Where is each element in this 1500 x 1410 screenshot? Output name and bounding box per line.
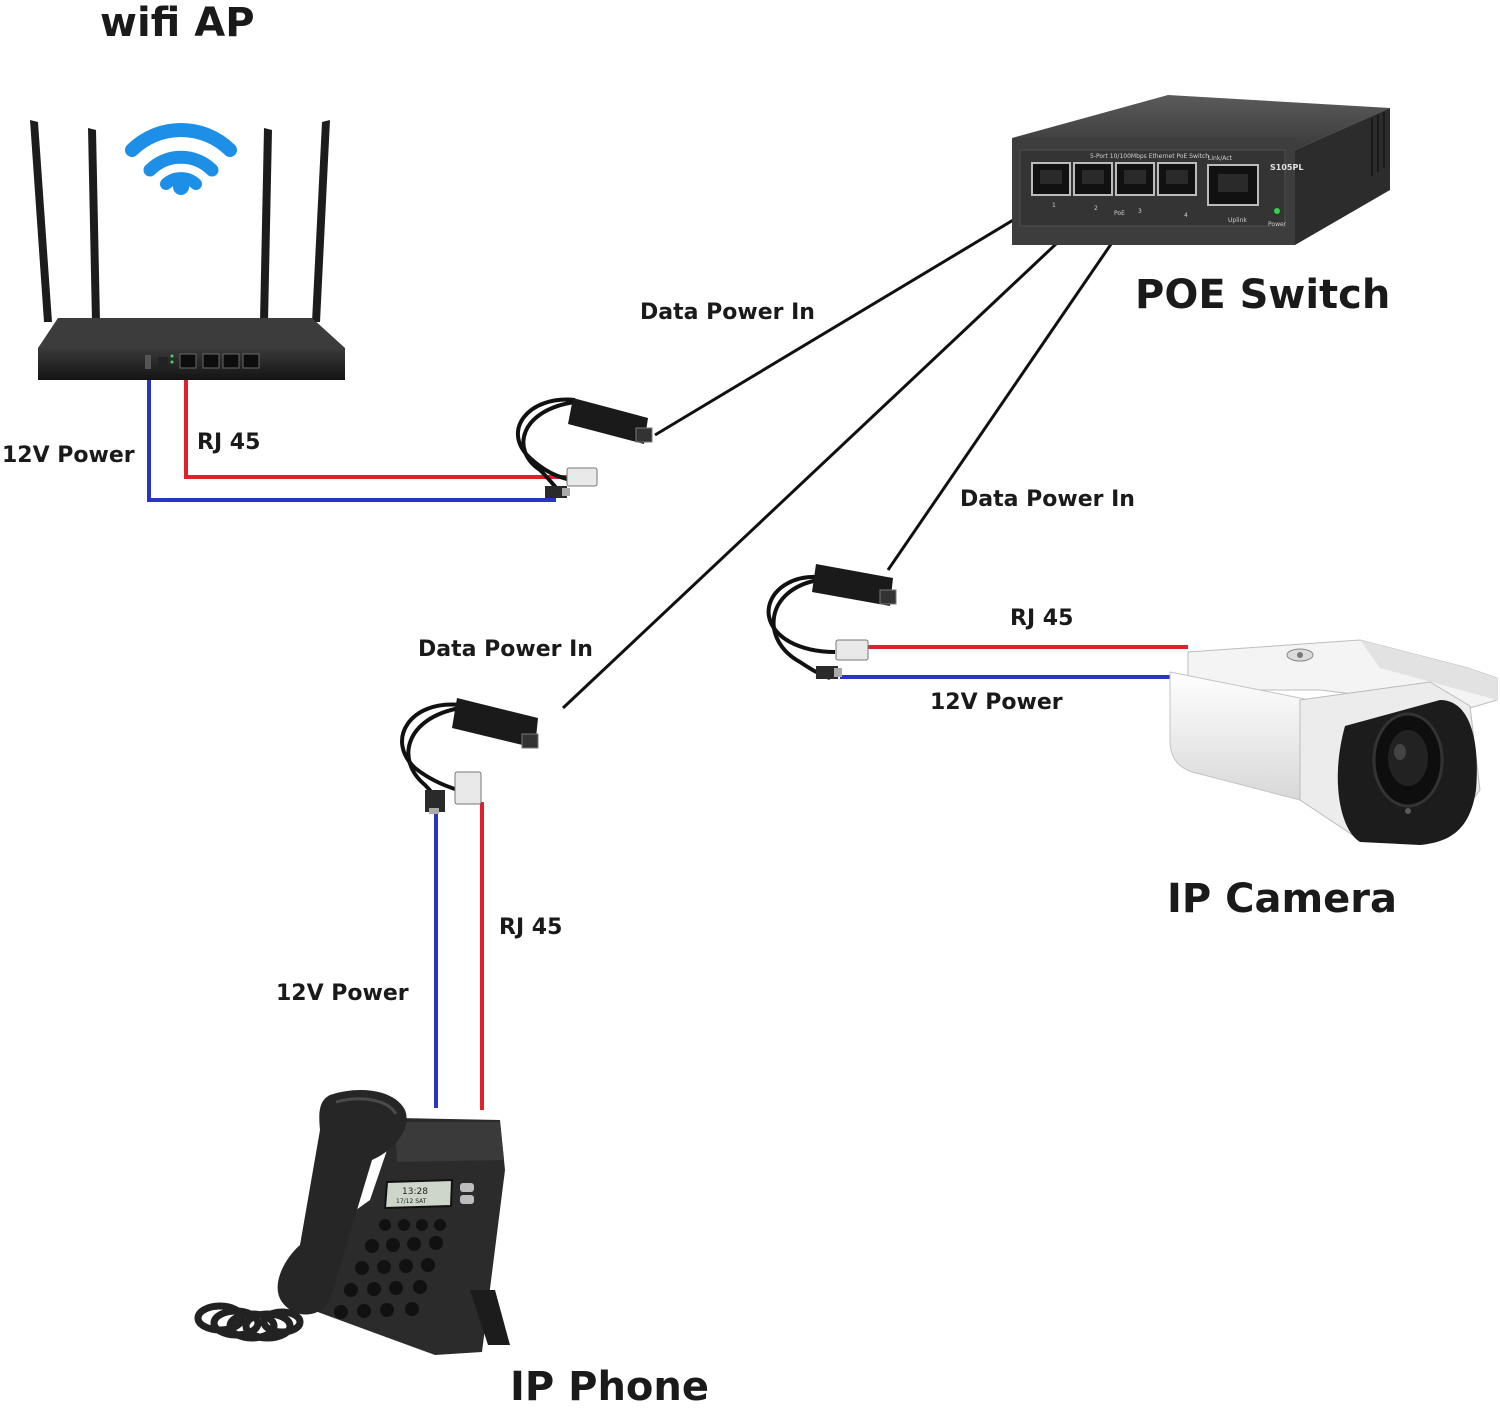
phone-display-line2: 17/12 SAT — [396, 1198, 427, 1205]
wifi-router — [30, 120, 345, 380]
switch-port-1: 1 — [1052, 202, 1056, 209]
poe-splitter-phone — [400, 698, 539, 814]
switch-port-3: 3 — [1138, 208, 1142, 215]
switch-top-text: 5-Port 10/100Mbps Ethernet PoE Switch — [1090, 153, 1209, 160]
switch-model: S105PL — [1270, 163, 1303, 172]
camera-rj45-label: RJ 45 — [1010, 606, 1074, 631]
switch-port-4: 4 — [1184, 212, 1188, 219]
ap-power-label: 12V Power — [2, 443, 135, 468]
switch-uplink-text: Uplink — [1228, 217, 1247, 224]
data-cable-ap — [654, 208, 1031, 437]
wifi-icon — [125, 122, 237, 195]
switch-port-2: 2 — [1094, 205, 1098, 212]
ip-phone: 13:28 17/12 SAT — [194, 1090, 510, 1355]
data-cable-camera — [886, 211, 1135, 571]
power-cable-ap — [147, 365, 556, 502]
ip-camera — [1169, 639, 1498, 845]
poe-splitter-camera — [766, 564, 897, 680]
poe-switch-title: POE Switch — [1135, 272, 1391, 318]
switch-link-text: Link/Act — [1208, 155, 1233, 162]
rj45-cable-ap — [184, 365, 573, 479]
ap-data-power-in-label: Data Power In — [640, 300, 815, 325]
camera-data-power-in-label: Data Power In — [960, 487, 1135, 512]
data-cable-phone — [561, 210, 1092, 710]
switch-ports — [1031, 162, 1259, 206]
power-led — [1274, 208, 1280, 214]
camera-power-label: 12V Power — [930, 690, 1063, 715]
ip-camera-title: IP Camera — [1167, 876, 1397, 922]
wifi-ap-title: wifi AP — [100, 0, 255, 46]
phone-rj45-label: RJ 45 — [499, 915, 563, 940]
phone-display-line1: 13:28 — [402, 1187, 428, 1197]
switch-power-text: Power — [1268, 221, 1287, 228]
ip-phone-title: IP Phone — [510, 1364, 710, 1410]
phone-data-power-in-label: Data Power In — [418, 637, 593, 662]
ap-rj45-label: RJ 45 — [197, 430, 261, 455]
phone-power-label: 12V Power — [276, 981, 409, 1006]
poe-splitter-ap — [516, 397, 653, 498]
poe-switch: 5-Port 10/100Mbps Ethernet PoE Switch Li… — [1012, 95, 1390, 245]
switch-poe-text: PoE — [1114, 210, 1125, 217]
